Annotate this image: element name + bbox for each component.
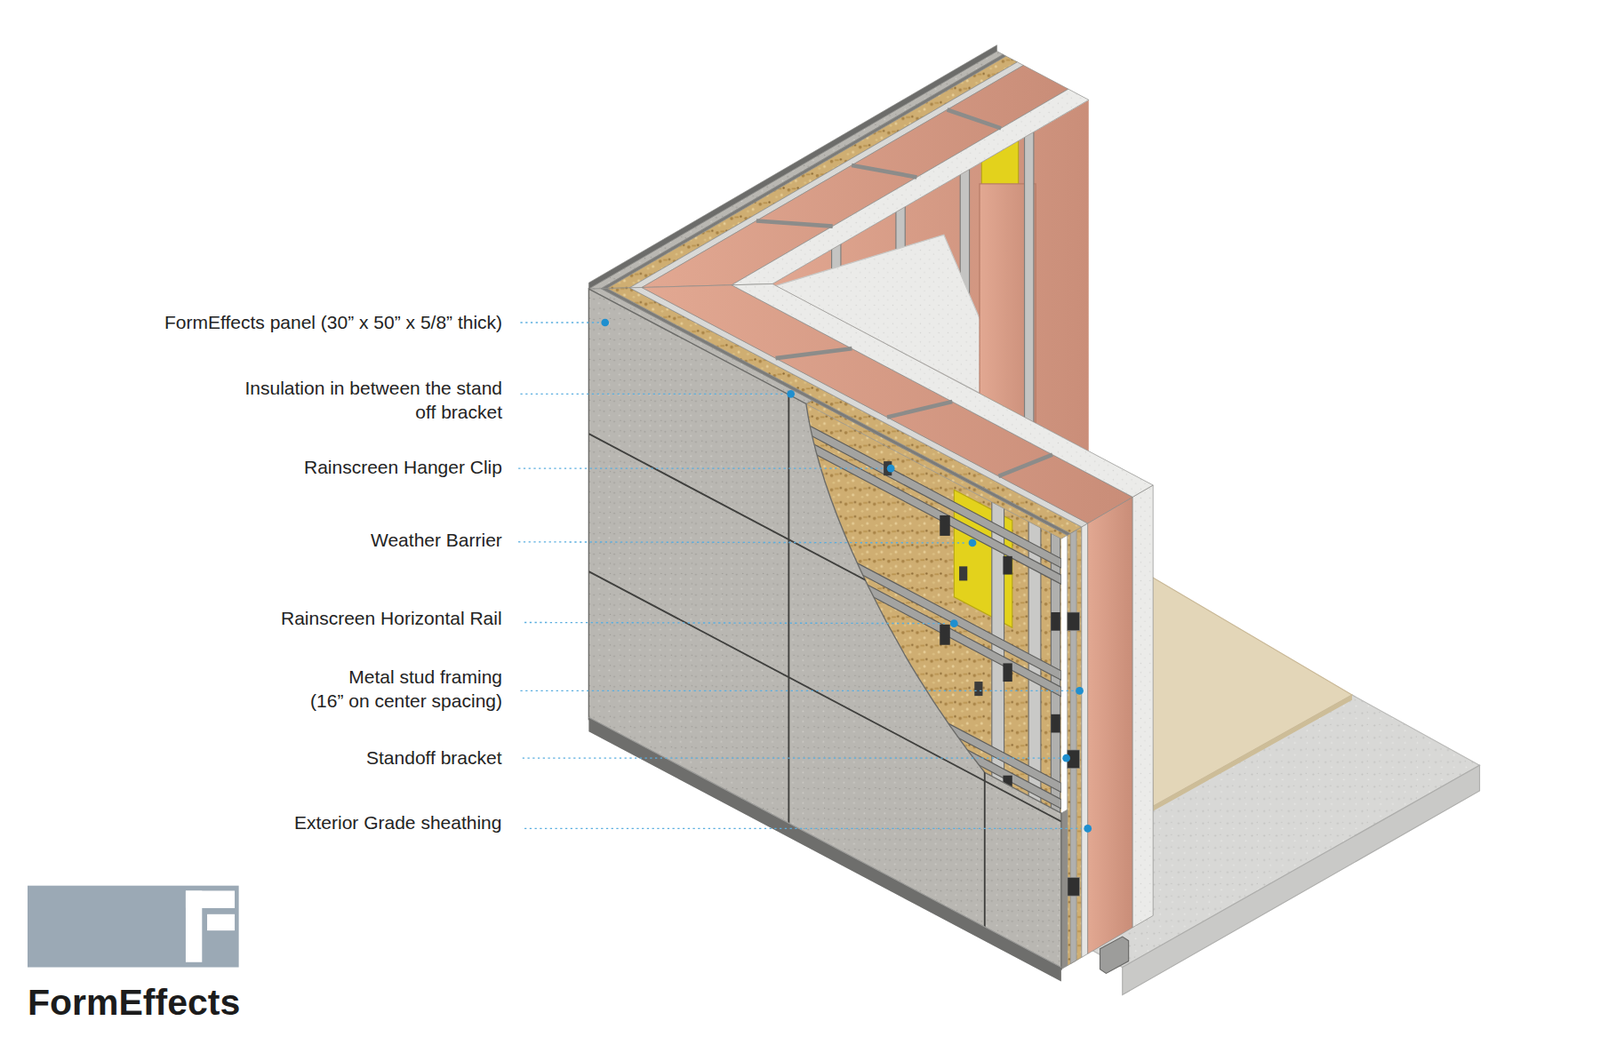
leader-line (520, 321, 600, 323)
leader-line (520, 690, 1073, 692)
base-flashing (588, 717, 1062, 982)
callout-label: Rainscreen Hanger Clip (304, 455, 503, 480)
leader-dot (1062, 754, 1071, 763)
callout-label: Rainscreen Horizontal Rail (280, 606, 503, 631)
leader-dot (1075, 687, 1084, 696)
leader-line (524, 828, 1082, 830)
flashing-edge (588, 717, 1062, 968)
stud-section (776, 348, 853, 359)
panel-edge (1061, 809, 1068, 970)
wood-floor (1151, 576, 1352, 807)
sheathing-layer (629, 62, 1024, 288)
standoff-bracket (939, 515, 950, 536)
leader-line (524, 623, 948, 624)
standoff-bracket (1067, 877, 1080, 896)
standoff-bracket (1050, 714, 1060, 734)
panel-joint (588, 571, 1062, 822)
standoff-bracket (939, 624, 950, 646)
callout-label: Metal stud framing (16” on center spacin… (308, 664, 503, 713)
standoff-bracket (1050, 612, 1060, 632)
leader-dot (968, 539, 977, 548)
leader-lines (518, 322, 1082, 829)
drywall-layer (731, 88, 1089, 286)
panel-joint (588, 433, 1062, 684)
callout-label: FormEffects panel (30” x 50” x 5/8” thic… (164, 310, 503, 335)
sheathing-layer (1081, 523, 1088, 958)
hanger-clip (959, 566, 968, 581)
leader-dot (600, 319, 609, 328)
callout-label: Weather Barrier (370, 528, 503, 552)
logo-mark (27, 886, 240, 968)
leader-dot (786, 390, 795, 399)
front-wall-end (1061, 485, 1153, 970)
panel-joint (787, 387, 790, 832)
callout-label: Exterior Grade sheathing (294, 810, 502, 835)
slab-edge (1122, 765, 1480, 995)
drywall-layer (1132, 485, 1153, 928)
floor-edge (1152, 695, 1352, 812)
callout-label: Standoff bracket (366, 745, 503, 770)
leader-dot (950, 619, 959, 628)
logo-block (27, 886, 240, 968)
standoff-bracket (1067, 612, 1080, 632)
stud-section (756, 221, 833, 227)
stud-section (998, 455, 1053, 477)
stud-section (851, 165, 917, 177)
logo-letter-bar (207, 914, 235, 931)
cladding-panels (588, 288, 1062, 982)
panel-joint (984, 755, 986, 935)
leader-dot (1083, 824, 1092, 833)
standoff-rail (1070, 529, 1077, 964)
insulation-layer (1067, 527, 1082, 967)
leader-line (522, 757, 1061, 759)
logo-letter-stem (185, 890, 202, 962)
hanger-clip (974, 681, 983, 696)
top-cap (588, 45, 997, 289)
leader-dots (600, 319, 1092, 833)
stud-section (887, 401, 952, 418)
standoff-bracket (1002, 663, 1012, 682)
back-wall-section (588, 45, 1089, 289)
stud-layer (641, 64, 1069, 288)
leader-line (518, 467, 885, 469)
standoff-bracket (1002, 556, 1012, 576)
stud-section (947, 110, 1002, 129)
leader-line (520, 393, 784, 395)
stud-layer (1088, 496, 1134, 954)
leader-dot (887, 464, 896, 473)
leader-line (518, 542, 967, 544)
panel-face (588, 288, 1062, 970)
callout-label: Insulation in between the stand off brac… (242, 376, 503, 424)
brand-name: FormEffects (27, 982, 240, 1024)
